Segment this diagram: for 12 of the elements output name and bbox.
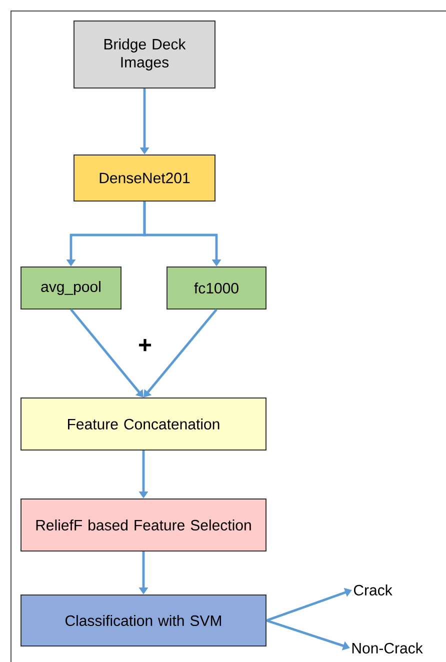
classifier-box: Classification with SVM bbox=[20, 594, 266, 646]
input-box: Bridge Deck Images bbox=[74, 20, 216, 88]
layer-box: fc1000 bbox=[166, 266, 266, 310]
plus-sign: + bbox=[139, 338, 152, 352]
class-label: Crack bbox=[354, 584, 392, 596]
arrow bbox=[70, 308, 144, 398]
process-box: ReliefF based Feature Selection bbox=[20, 498, 266, 552]
layer-box: avg_pool bbox=[20, 266, 122, 310]
class-label: Non-Crack bbox=[352, 642, 423, 654]
arrow bbox=[144, 308, 218, 398]
model-box: DenseNet201 bbox=[74, 154, 216, 202]
process-box: Feature Concatenation bbox=[20, 398, 266, 450]
